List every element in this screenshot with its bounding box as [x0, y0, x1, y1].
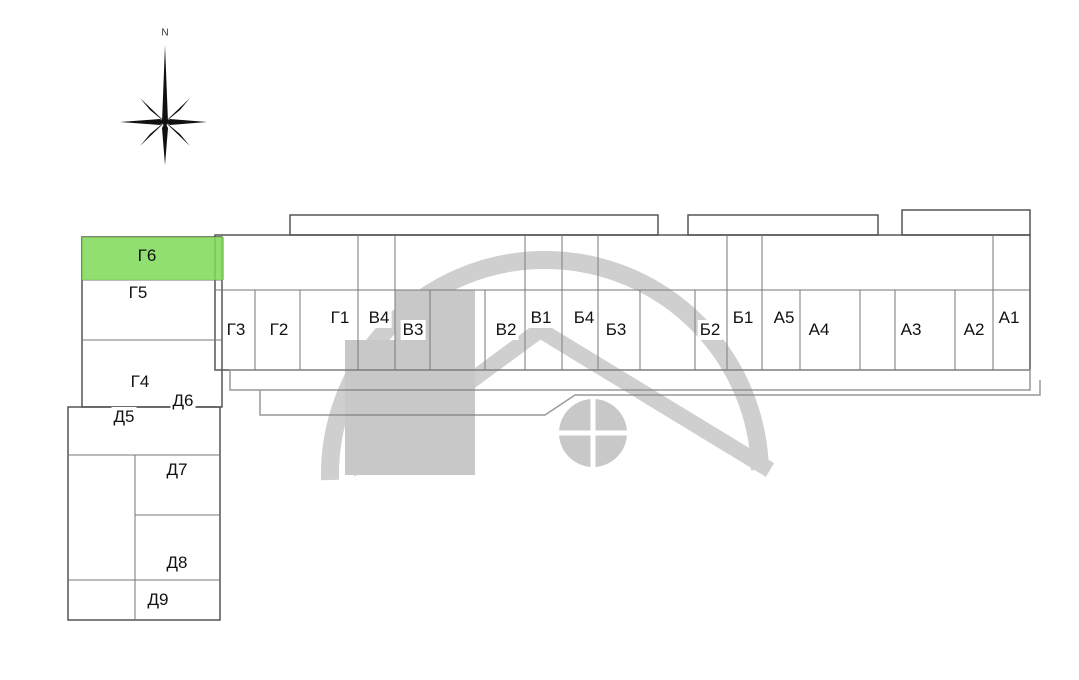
apartment-a1-label[interactable]: А1 [996, 308, 1022, 328]
apartment-d8-label[interactable]: Д8 [164, 553, 190, 573]
compass-rose-icon [120, 45, 207, 165]
apartment-g6-label[interactable]: Г6 [137, 246, 157, 265]
apartment-b3-label[interactable]: Б3 [603, 320, 629, 340]
apartment-d9-label[interactable]: Д9 [145, 590, 171, 610]
apartment-d7-label[interactable]: Д7 [164, 460, 190, 480]
compass-north-label: N [161, 27, 169, 39]
apartment-a2-label[interactable]: А2 [961, 320, 987, 340]
apartment-g2-label[interactable]: Г2 [267, 320, 291, 340]
apartment-v1-label[interactable]: В1 [528, 308, 554, 328]
apartment-v2-label[interactable]: В2 [493, 320, 519, 340]
apartment-g6-highlight[interactable] [82, 237, 224, 280]
apartment-d6-label[interactable]: Д6 [170, 391, 196, 411]
apartment-a5-label[interactable]: А5 [771, 308, 797, 328]
apartment-b4-label[interactable]: Б4 [571, 308, 597, 328]
apartment-walls [68, 235, 1030, 620]
apartment-g1-label[interactable]: Г1 [328, 308, 352, 328]
apartment-g5-label[interactable]: Г5 [126, 283, 150, 303]
apartment-g3-label[interactable]: Г3 [224, 320, 248, 340]
apartment-g4-label[interactable]: Г4 [128, 372, 152, 392]
apartment-a3-label[interactable]: А3 [898, 320, 924, 340]
apartment-b2-label[interactable]: Б2 [697, 320, 723, 340]
apartment-v4-label[interactable]: В4 [366, 308, 392, 328]
apartment-b1-label[interactable]: Б1 [730, 308, 756, 328]
apartment-d5-label[interactable]: Д5 [111, 407, 137, 427]
apartment-a4-label[interactable]: А4 [806, 320, 832, 340]
apartment-v3-label[interactable]: В3 [400, 320, 426, 340]
